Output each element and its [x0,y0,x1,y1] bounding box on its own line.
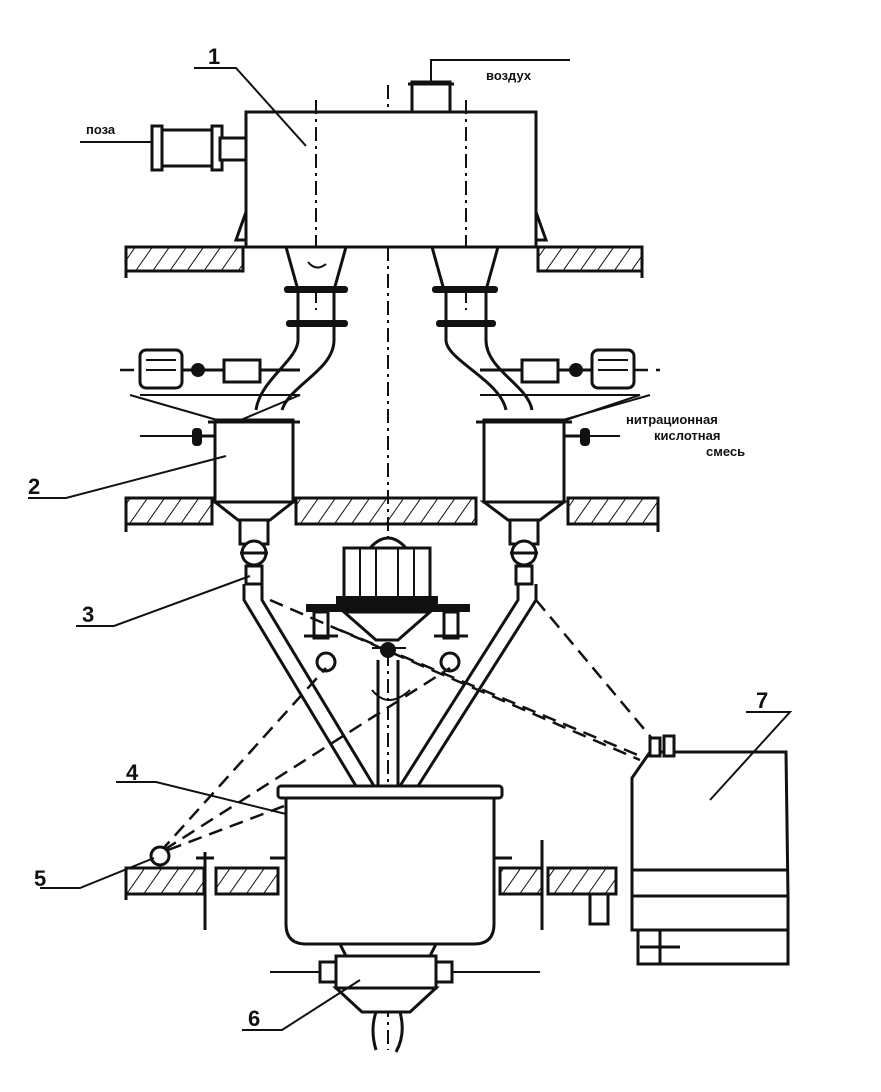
floor-slab-middle [124,496,660,532]
label-5: 5 [34,866,46,891]
mixture-note-line3: смесь [706,444,745,459]
bottom-collector [270,954,540,1053]
left-drive [120,348,301,423]
mixture-note-line1: нитрационная [626,412,718,427]
central-separator [304,536,470,673]
label-7: 7 [756,688,768,713]
right-valve [510,539,538,586]
mixture-note-line2: кислотная [654,428,720,443]
leader-lines [28,67,793,1031]
left-valve [240,539,268,586]
label-4: 4 [126,760,139,785]
floor-slab-upper [124,245,644,278]
label-2: 2 [28,474,40,499]
air-note: воздух [486,68,532,83]
floor-slab-lower [124,840,618,930]
pump [149,845,171,867]
label-1: 1 [208,44,220,69]
storage-container [630,734,790,966]
upper-funnels [254,245,534,411]
control-lines [159,598,661,853]
left-nitrator [140,418,300,546]
label-3: 3 [82,602,94,627]
right-nitrator [476,418,620,546]
label-6: 6 [248,1006,260,1031]
inlet-note: поза [86,122,116,137]
right-drive [480,348,660,423]
receiving-tank [270,784,512,958]
